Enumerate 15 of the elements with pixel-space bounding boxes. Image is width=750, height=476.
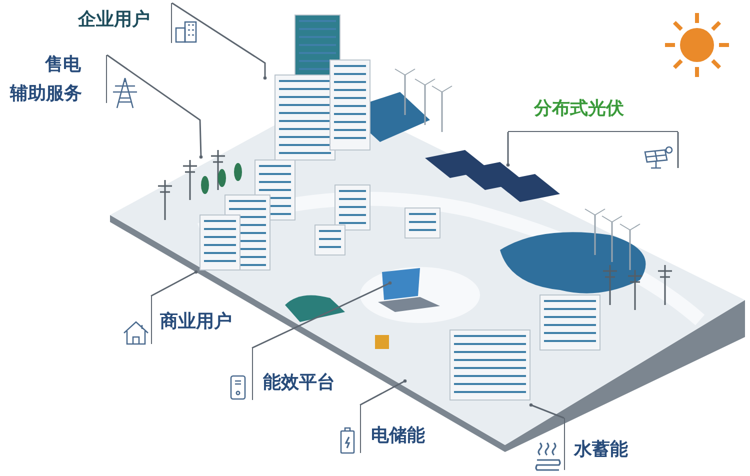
leader-line <box>506 132 510 167</box>
leader-line <box>529 403 564 419</box>
leader-line <box>172 2 267 80</box>
leader-line <box>252 281 392 349</box>
label-text: 辅助服务 <box>10 84 82 104</box>
leader-line <box>106 54 203 159</box>
label-text: 分布式光伏 <box>534 99 624 119</box>
label-text: 水蓄能 <box>574 440 628 460</box>
label-text: 企业用户 <box>78 10 150 30</box>
leader-line <box>360 379 407 406</box>
label-text: 能效平台 <box>263 373 335 393</box>
leader-line <box>150 270 198 297</box>
label-text: 电储能 <box>371 426 425 446</box>
label-text: 售电 <box>45 55 81 75</box>
label-text: 商业用户 <box>160 312 232 332</box>
